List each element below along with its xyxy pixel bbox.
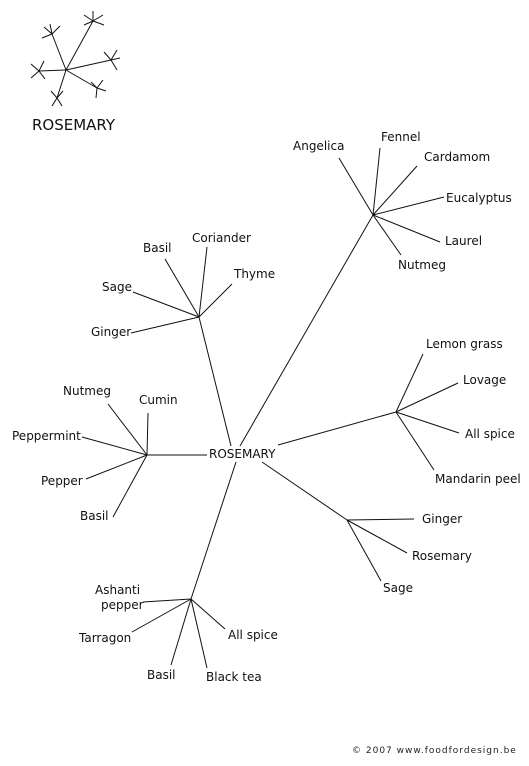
center-node: ROSEMARY <box>209 447 276 461</box>
node-basil-top: Basil <box>143 241 172 255</box>
branch-bottom-right <box>346 518 415 582</box>
node-all-spice-right: All spice <box>465 427 515 441</box>
node-thyme: Thyme <box>233 267 275 281</box>
node-eucalyptus: Eucalyptus <box>446 191 512 205</box>
node-lovage: Lovage <box>463 373 506 387</box>
node-nutmeg-top: Nutmeg <box>398 258 446 272</box>
node-angelica: Angelica <box>293 139 344 153</box>
node-nutmeg-left: Nutmeg <box>63 384 111 398</box>
branch-bottom <box>131 598 226 669</box>
node-laurel: Laurel <box>445 234 482 248</box>
branch-top-left <box>130 246 233 334</box>
branch-top-right <box>338 147 445 256</box>
node-lemon-grass: Lemon grass <box>426 337 503 351</box>
node-mandarin-peel: Mandarin peel <box>435 472 521 486</box>
herb-sprig-icon <box>30 11 121 107</box>
node-pepper: Pepper <box>41 474 83 488</box>
branch-left <box>81 403 149 518</box>
node-sage-bottom: Sage <box>383 581 413 595</box>
node-all-spice-bottom: All spice <box>228 628 278 642</box>
node-cumin: Cumin <box>139 393 178 407</box>
node-ginger-top: Ginger <box>91 325 131 339</box>
node-peppermint: Peppermint <box>12 429 81 443</box>
logo-title: ROSEMARY <box>32 116 116 134</box>
trunk-lines <box>147 214 397 600</box>
node-ashanti-pepper-line1: Ashanti <box>95 583 140 597</box>
node-sage-top: Sage <box>102 280 132 294</box>
node-basil-bottom: Basil <box>147 668 176 682</box>
node-rosemary-leaf: Rosemary <box>412 549 472 563</box>
node-coriander: Coriander <box>192 231 251 245</box>
node-black-tea: Black tea <box>206 670 262 684</box>
node-ginger-bottom: Ginger <box>422 512 462 526</box>
node-cardamom: Cardamom <box>424 150 490 164</box>
node-basil-left: Basil <box>80 509 109 523</box>
branch-right <box>395 353 460 471</box>
node-ashanti-pepper-line2: pepper <box>101 598 144 612</box>
copyright-credit: © 2007 www.foodfordesign.be <box>352 746 517 756</box>
node-tarragon: Tarragon <box>78 631 131 645</box>
node-fennel: Fennel <box>381 130 421 144</box>
